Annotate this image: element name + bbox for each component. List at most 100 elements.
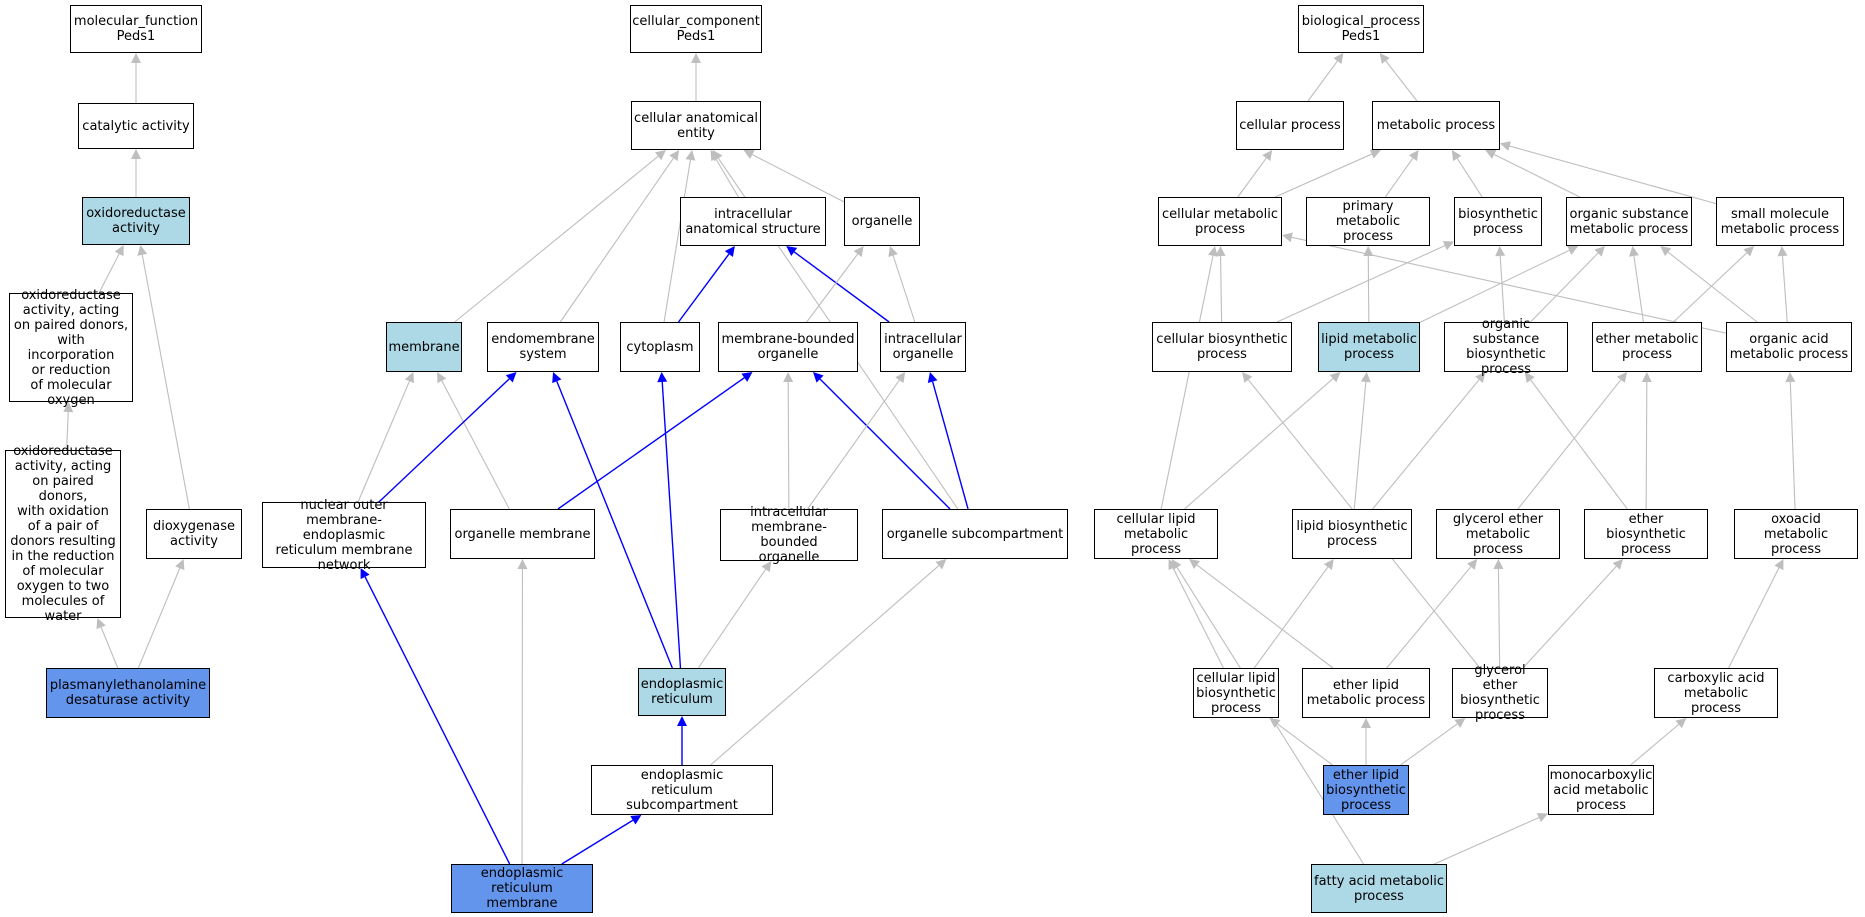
edge-org_membrane-to-mbo: [557, 377, 745, 510]
edge-er_membrane-to-er_subcomp: [561, 819, 634, 865]
node-biosynthetic-process[interactable]: biosynthetic process: [1454, 197, 1542, 246]
arrowhead-imbo-to-intra_org: [895, 372, 906, 384]
arrowhead-org_membrane-to-mbo: [741, 372, 753, 382]
node-ether-biosynthetic-process[interactable]: ether biosynthetic process: [1584, 509, 1708, 559]
arrowhead-ether_met-to-small_mol: [1743, 246, 1755, 257]
node-cellular-process[interactable]: cellular process: [1236, 101, 1344, 150]
node-catalytic-activity[interactable]: catalytic activity: [78, 103, 194, 149]
node-intracellular-anatomical-structure[interactable]: intracellular anatomical structure: [680, 197, 826, 246]
edge-glyc_ether_bio-to-glyc_ether_met: [1497, 568, 1501, 669]
node-nuclear-outer-membrane-er-network[interactable]: nuclear outer membrane-endoplasmic retic…: [262, 498, 426, 573]
arrowhead-cell_biosyn-to-cell_met: [1215, 246, 1226, 257]
node-metabolic-process[interactable]: metabolic process: [1372, 101, 1500, 150]
node-monocarboxylic-acid-metabolic-process[interactable]: monocarboxylic acid metabolic process: [1548, 765, 1654, 815]
arrowhead-org_subcomp-to-cae: [712, 150, 723, 162]
arrowhead-ether_lipid_met-to-glyc_ether_met: [1467, 559, 1478, 570]
arrowhead-org_subcomp-to-mbo: [813, 372, 824, 383]
arrowhead-glyc_ether_bio-to-glyc_ether_met: [1493, 559, 1504, 570]
arrowhead-dioxygenase-to-oxidoreductase: [137, 245, 148, 256]
arrowhead-er_subcomp-to-org_subcomp: [935, 559, 947, 570]
arrowhead-cell_lipid_bio-to-lipid_bio: [1323, 559, 1334, 571]
arrowhead-fatty_acid-to-monocarbox: [1536, 813, 1548, 823]
arrowhead-fatty_acid-to-cell_lipid_met: [1171, 559, 1182, 571]
node-endomembrane-system[interactable]: endomembrane system: [487, 322, 599, 372]
edge-lipid_met-to-org_sub_met: [1419, 249, 1570, 323]
edge-ether_met-to-org_sub_met: [1633, 255, 1644, 323]
node-cellular-lipid-metabolic-process[interactable]: cellular lipid metabolic process: [1094, 509, 1218, 559]
node-glycerol-ether-metabolic-process[interactable]: glycerol ether metabolic process: [1436, 509, 1560, 559]
arrowhead-glyc_ether_met-to-ether_met: [1616, 372, 1628, 383]
node-ether-lipid-metabolic-process[interactable]: ether lipid metabolic process: [1302, 668, 1430, 718]
arrowhead-mbo-to-organelle: [853, 246, 864, 258]
node-organelle[interactable]: organelle: [844, 197, 920, 246]
arrowhead-org_acid-to-cell_met: [1282, 232, 1293, 243]
node-membrane-bounded-organelle[interactable]: membrane-bounded organelle: [718, 322, 858, 372]
node-membrane[interactable]: membrane: [386, 322, 462, 372]
node-cellular-biosynthetic-process[interactable]: cellular biosynthetic process: [1152, 322, 1292, 372]
edge-ether_lipid_met-to-glyc_ether_met: [1386, 566, 1472, 669]
node-intracellular-membrane-bounded-organelle[interactable]: intracellular membrane-bounded organelle: [720, 505, 858, 565]
node-oxidoreductase-activity[interactable]: oxidoreductase activity: [82, 197, 190, 245]
arrowhead-ether_met-to-org_sub_met: [1628, 246, 1639, 257]
node-organic-substance-metabolic-process[interactable]: organic substance metabolic process: [1566, 197, 1692, 246]
edge-prim_met-to-met_proc: [1384, 157, 1414, 198]
node-cellular-metabolic-process[interactable]: cellular metabolic process: [1158, 197, 1282, 246]
node-oxidoreductase-paired-donors[interactable]: oxidoreductase activity, acting on paire…: [5, 444, 121, 624]
edge-er-to-endomembrane: [556, 381, 673, 669]
node-organic-acid-metabolic-process[interactable]: organic acid metabolic process: [1726, 322, 1852, 372]
edge-imbo-to-mbo: [787, 381, 790, 510]
node-dioxygenase-activity[interactable]: dioxygenase activity: [146, 509, 242, 559]
edge-cell_met-to-cell_proc: [1237, 157, 1267, 198]
edge-cell_lipid_bio-to-cell_lipid_met: [1172, 567, 1224, 669]
arrowhead-oxred_incorp-to-oxidoreductase: [114, 245, 124, 257]
arrowhead-org_sub_met-to-met_proc: [1485, 149, 1497, 159]
node-small-molecule-metabolic-process[interactable]: small molecule metabolic process: [1716, 197, 1844, 246]
edge-intra_org-to-ias: [793, 251, 890, 323]
node-primary-metabolic-process[interactable]: primary metabolic process: [1306, 197, 1430, 246]
arrowhead-oxred_pair-to-oxred_incorp: [63, 402, 74, 413]
node-oxidoreductase-incorporation[interactable]: oxidoreductase activity, acting on paire…: [9, 288, 133, 408]
node-lipid-metabolic-process[interactable]: lipid metabolic process: [1318, 322, 1420, 372]
node-oxoacid-metabolic-process[interactable]: oxoacid metabolic process: [1734, 509, 1858, 559]
node-fatty-acid-metabolic-process[interactable]: fatty acid metabolic process: [1311, 864, 1447, 913]
edge-org_acid-to-org_sub_met: [1667, 251, 1758, 323]
edge-plasmanyl-to-oxred_pair: [100, 627, 119, 669]
node-carboxylic-acid-metabolic-process[interactable]: carboxylic acid metabolic process: [1654, 668, 1778, 718]
node-molecular-function-root[interactable]: molecular_function Peds1: [70, 5, 202, 53]
edge-biosyn-to-met_proc: [1456, 158, 1483, 198]
node-cellular-lipid-biosynthetic-process[interactable]: cellular lipid biosynthetic process: [1193, 668, 1279, 718]
node-organic-substance-biosynthetic-process[interactable]: organic substance biosynthetic process: [1444, 317, 1568, 377]
arrowhead-er_membrane-to-org_membrane: [517, 559, 528, 570]
edge-nuclear_outer-to-membrane: [357, 380, 410, 503]
edge-dioxygenase-to-oxidoreductase: [141, 254, 190, 510]
edge-er-to-cytoplasm: [661, 381, 682, 669]
edge-mbo-to-organelle: [806, 253, 859, 323]
arrowhead-intra_org-to-ias: [786, 246, 798, 256]
node-intracellular-organelle[interactable]: intracellular organelle: [880, 322, 966, 372]
node-glycerol-ether-biosynthetic-process[interactable]: glycerol ether biosynthetic process: [1452, 663, 1548, 723]
node-cytoplasm[interactable]: cytoplasm: [620, 322, 700, 372]
node-organelle-membrane[interactable]: organelle membrane: [450, 509, 595, 559]
edge-er_membrane-to-nuclear_outer: [364, 576, 511, 865]
node-endoplasmic-reticulum[interactable]: endoplasmic reticulum: [638, 668, 726, 716]
edge-lipid_met-to-prim_met: [1367, 255, 1370, 323]
arrowhead-org_acid-to-small_mol: [1777, 246, 1788, 257]
edge-oxred_incorp-to-oxidoreductase: [98, 253, 120, 294]
node-ether-lipid-biosynthetic-process[interactable]: ether lipid biosynthetic process: [1323, 765, 1409, 815]
node-er-membrane[interactable]: endoplasmic reticulum membrane: [451, 864, 593, 913]
node-organelle-subcompartment[interactable]: organelle subcompartment: [882, 509, 1068, 559]
arrowhead-met_proc-to-bp_root: [1379, 53, 1390, 64]
edge-ether_lipid_bio-to-cell_lipid_bio: [1277, 723, 1333, 766]
edge-ether_bio-to-org_sub_bio: [1530, 379, 1628, 510]
node-biological-process-root[interactable]: biological_process Peds1: [1298, 5, 1424, 53]
node-cellular-anatomical-entity[interactable]: cellular anatomical entity: [631, 101, 761, 150]
node-plasmanylethanolamine-desaturase[interactable]: plasmanylethanolamine desaturase activit…: [46, 668, 210, 718]
edge-met_proc-to-bp_root: [1385, 60, 1418, 102]
node-er-subcompartment[interactable]: endoplasmic reticulum subcompartment: [591, 765, 773, 815]
node-cellular-component-root[interactable]: cellular_component Peds1: [630, 5, 762, 53]
edge-glyc_ether_bio-to-ether_bio: [1522, 565, 1617, 669]
node-ether-metabolic-process[interactable]: ether metabolic process: [1592, 322, 1702, 372]
node-lipid-biosynthetic-process[interactable]: lipid biosynthetic process: [1292, 509, 1412, 559]
arrowhead-nuclear_outer-to-endomembrane: [505, 372, 517, 383]
